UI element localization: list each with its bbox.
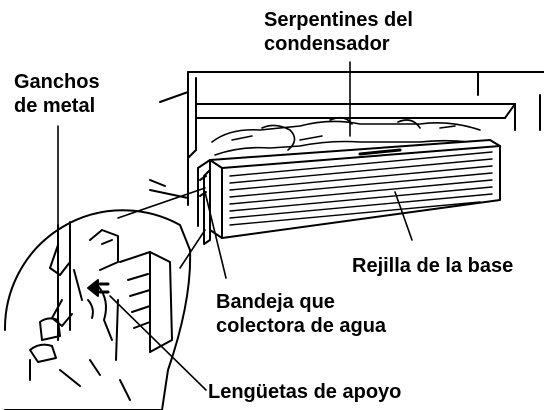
label-metal-hooks: Ganchos de metal <box>14 70 100 118</box>
label-support-tabs-text: Lengüetas de apoyo <box>208 381 402 403</box>
label-condenser-coils: Serpentines del condensador <box>264 8 413 56</box>
label-condenser-coils-line1: Serpentines del <box>264 9 413 31</box>
label-drip-pan: Bandeja que colectora de agua <box>216 290 386 338</box>
magnifier-leaders <box>117 187 206 269</box>
magnified-detail <box>3 209 192 410</box>
label-condenser-coils-line2: condensador <box>264 33 390 55</box>
condenser-coils <box>211 116 491 156</box>
label-base-grille-text: Rejilla de la base <box>352 255 514 277</box>
label-base-grille: Rejilla de la base <box>352 254 513 278</box>
leader-support-tabs <box>109 295 207 391</box>
label-metal-hooks-line1: Ganchos <box>14 71 100 93</box>
leader-drip-pan <box>204 191 227 279</box>
label-leaders <box>57 61 413 391</box>
label-support-tabs: Lengüetas de apoyo <box>208 380 401 404</box>
label-metal-hooks-line2: de metal <box>14 95 96 117</box>
label-drip-pan-line1: Bandeja que <box>216 291 335 313</box>
leader-base-grille <box>394 191 413 241</box>
arrow-indicator <box>87 279 110 297</box>
label-drip-pan-line2: colectora de agua <box>216 315 387 337</box>
base-grille <box>203 139 501 245</box>
